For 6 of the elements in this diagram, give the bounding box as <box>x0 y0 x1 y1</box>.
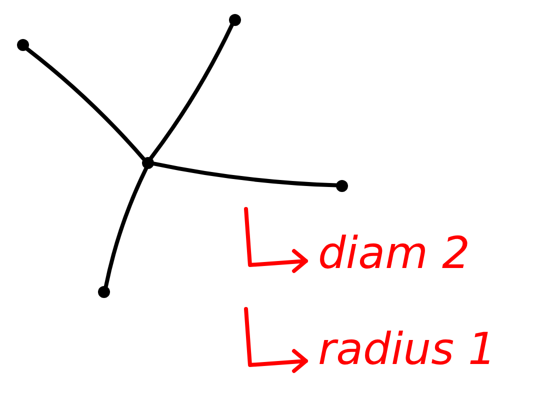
graph-edge <box>104 166 148 288</box>
graph-edge <box>149 23 234 160</box>
annotation-text: radius 1 <box>318 328 496 372</box>
graph-edge <box>152 162 338 188</box>
graph-edge <box>25 47 146 161</box>
annotation-text: diam 2 <box>318 232 470 276</box>
